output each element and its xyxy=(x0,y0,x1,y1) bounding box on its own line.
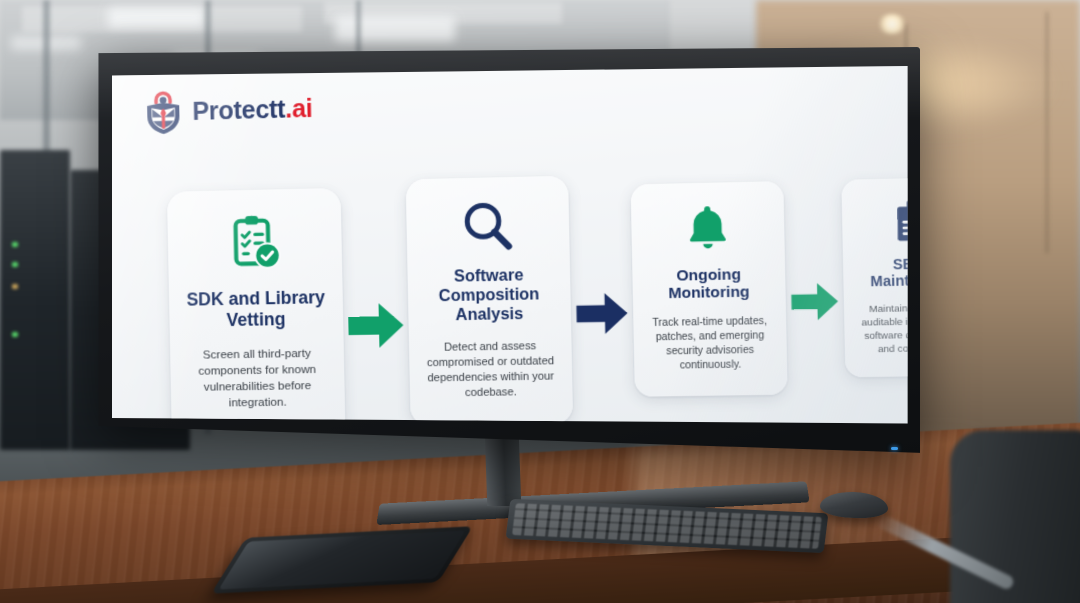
server-led xyxy=(12,332,18,337)
card-description: Maintain a complete, auditable inventory… xyxy=(861,302,908,356)
process-flow: SDK and Library Vetting Screen all third… xyxy=(166,153,908,424)
card-title: Software Composition Analysis xyxy=(438,267,540,324)
brand-name-main: Protectt xyxy=(191,94,286,126)
server-rack xyxy=(0,150,70,450)
ceiling-light xyxy=(334,16,455,42)
arrow-right-icon xyxy=(347,302,404,349)
card-title: SBOM Maintenance xyxy=(869,254,908,290)
flow-card-ongoing-monitoring[interactable]: Ongoing Monitoring Track real-time updat… xyxy=(630,180,788,398)
magnifier-icon xyxy=(458,198,517,256)
office-chair xyxy=(950,430,1080,603)
wall-seam xyxy=(1045,12,1048,254)
server-led xyxy=(12,284,18,289)
flow-card-sdk-library-vetting[interactable]: SDK and Library Vetting Screen all third… xyxy=(166,188,346,424)
slide-content: Protectt.ai xyxy=(112,66,908,424)
server-led xyxy=(12,262,18,267)
brand-logo: Protectt.ai xyxy=(142,87,312,136)
server-led xyxy=(12,242,18,247)
bell-icon xyxy=(688,205,726,249)
monitor-power-led xyxy=(891,447,898,450)
card-title: Ongoing Monitoring xyxy=(667,265,750,303)
flow-card-sbom-maintenance[interactable]: SBOM Maintenance Maintain a complete, au… xyxy=(840,175,908,378)
documents-icon xyxy=(896,199,908,241)
brand-wordmark: Protectt.ai xyxy=(191,94,313,126)
card-description: Screen all third-party components for kn… xyxy=(197,346,316,409)
ceiling-downlight xyxy=(877,14,908,34)
ceiling-light xyxy=(108,8,204,28)
arrow-right-icon xyxy=(575,292,628,335)
card-description: Detect and assess compromised or outdate… xyxy=(426,339,554,399)
shield-lock-icon xyxy=(146,91,179,134)
computer-monitor: Protectt.ai xyxy=(96,47,920,459)
card-title: SDK and Library Vetting xyxy=(186,287,325,331)
brand-name-suffix: ai xyxy=(291,94,313,123)
card-description: Track real-time updates, patches, and em… xyxy=(651,315,767,372)
flow-card-software-composition-analysis[interactable]: Software Composition Analysis Detect and… xyxy=(405,175,573,424)
clipboard-check-icon xyxy=(222,212,281,276)
arrow-right-icon xyxy=(790,282,839,321)
tablet-screen xyxy=(218,530,466,590)
monitor-screen: Protectt.ai xyxy=(111,65,908,424)
